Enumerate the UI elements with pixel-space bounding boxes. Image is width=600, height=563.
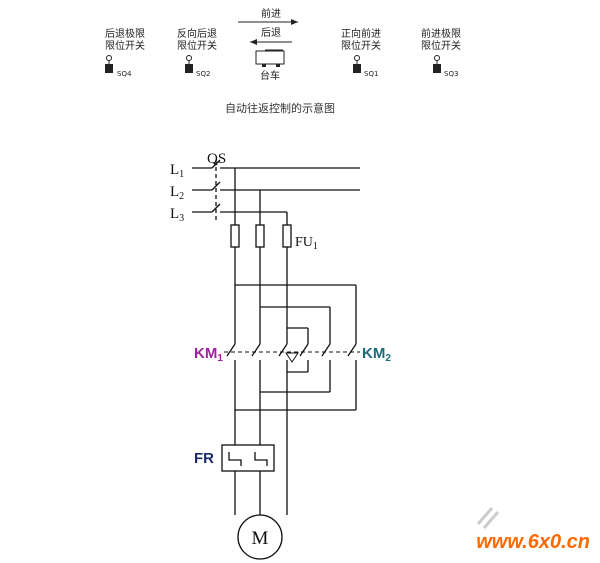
limit-switch-icon bbox=[105, 55, 113, 73]
watermark: www.6x0.cn bbox=[476, 507, 590, 553]
km2-contacts bbox=[299, 343, 357, 357]
motor-label: M bbox=[252, 528, 269, 549]
cart-icon bbox=[255, 49, 285, 67]
pen-icon bbox=[476, 507, 500, 529]
limit-switch-icon bbox=[433, 55, 441, 73]
schematic-overview: 后退极限 限位开关 SQ4 反向后退 限位开关 SQ2 前进 后退 bbox=[105, 7, 461, 115]
circuit-labels: L1 L2 L3 QS FU1 KM1 KM2 FR M bbox=[170, 151, 391, 549]
sq3-label-line1: 前进极限 bbox=[421, 27, 461, 40]
diagram-caption: 自动往返控制的示意图 bbox=[225, 101, 335, 115]
thermal-relay-fr bbox=[221, 444, 275, 472]
sq1-label-line1: 正向前进 bbox=[341, 27, 381, 40]
sq2-tag: SQ2 bbox=[196, 70, 210, 78]
qs-switch bbox=[211, 159, 221, 222]
limit-switch-icon bbox=[185, 55, 193, 73]
watermark-text: www.6x0.cn bbox=[476, 531, 590, 553]
backward-text: 后退 bbox=[261, 27, 281, 39]
l3-label: L3 bbox=[170, 206, 184, 224]
backward-arrow-icon bbox=[250, 39, 292, 45]
fr-label: FR bbox=[194, 450, 214, 467]
sq4-tag: SQ4 bbox=[117, 70, 132, 78]
fuse-fu1 bbox=[230, 224, 292, 248]
qs-label: QS bbox=[207, 151, 226, 167]
sq2-label-line1: 反向后退 bbox=[177, 27, 217, 40]
motor-symbol bbox=[237, 514, 283, 560]
km1-label: KM1 bbox=[194, 345, 223, 364]
sq4-label-line2: 限位开关 bbox=[105, 39, 145, 52]
sq3-label-line2: 限位开关 bbox=[421, 39, 461, 52]
cart-text: 台车 bbox=[260, 69, 280, 82]
limit-switch-icon bbox=[353, 55, 361, 73]
km1-contacts bbox=[226, 343, 288, 357]
km2-label: KM2 bbox=[362, 345, 391, 364]
sq3-tag: SQ3 bbox=[444, 70, 458, 78]
sq1-tag: SQ1 bbox=[364, 70, 378, 78]
sq2-label-line2: 限位开关 bbox=[177, 39, 217, 52]
l1-label: L1 bbox=[170, 162, 184, 180]
l2-label: L2 bbox=[170, 184, 184, 202]
forward-text: 前进 bbox=[261, 7, 281, 20]
fu1-label: FU1 bbox=[295, 235, 318, 252]
forward-arrow-icon bbox=[238, 19, 298, 25]
main-circuit bbox=[192, 159, 360, 560]
sq4-label-line1: 后退极限 bbox=[105, 27, 145, 40]
sq1-label-line2: 限位开关 bbox=[341, 39, 381, 52]
